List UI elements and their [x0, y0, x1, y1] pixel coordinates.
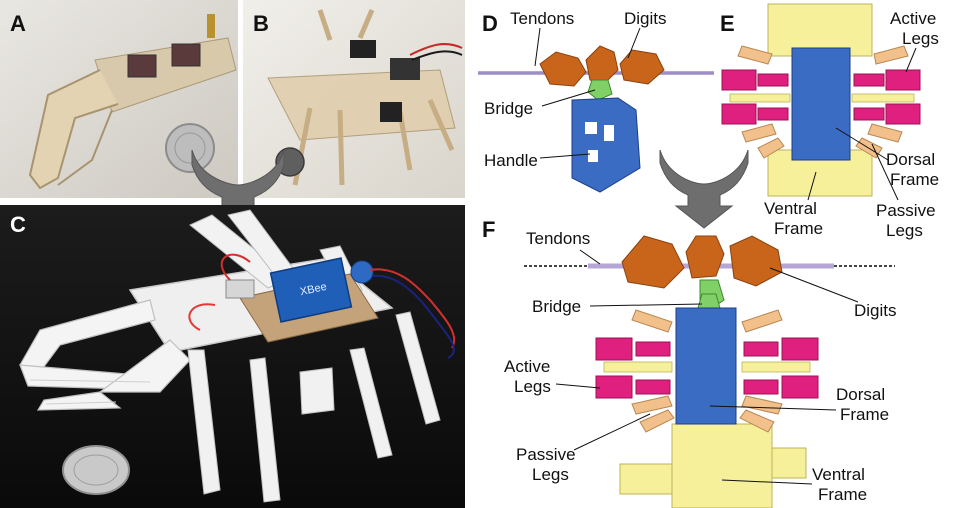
xbee-label: XBee [299, 281, 328, 298]
label-passive-f-2: Legs [532, 465, 569, 484]
motor-icon [390, 58, 420, 80]
handle-shape [571, 97, 641, 193]
dorsal-frame-shape-f [675, 307, 737, 425]
merge-arrow-right [659, 149, 749, 229]
diagram-d: D Tendons Digits Bridge Handle [478, 9, 714, 193]
servo-icon [127, 54, 157, 78]
leader-ventral-f [721, 479, 813, 485]
leader-tendons-d [534, 27, 541, 67]
leader-passive-e [871, 143, 899, 201]
label-handle-d: Handle [484, 151, 538, 170]
label-passive-e-1: Passive [876, 201, 936, 220]
label-dorsal-e-1: Dorsal [886, 150, 935, 169]
label-active-e-2: Legs [902, 29, 939, 48]
label-tendons-f: Tendons [526, 229, 590, 248]
digits-shape-f [621, 235, 783, 289]
servo-icon [225, 279, 255, 299]
label-ventral-e-2: Frame [774, 219, 823, 238]
label-dorsal-f-2: Frame [840, 405, 889, 424]
label-active-f-2: Legs [514, 377, 551, 396]
label-dorsal-f-1: Dorsal [836, 385, 885, 404]
screw-icon [207, 14, 215, 38]
photo-a: A [0, 0, 238, 198]
label-ventral-f-1: Ventral [812, 465, 865, 484]
label-ventral-f-2: Frame [818, 485, 867, 504]
xbee-module [269, 257, 353, 323]
leader-bridge-d [541, 89, 596, 107]
leader-handle-d [539, 153, 591, 159]
motor-icon [350, 40, 376, 58]
diagram-f: F [482, 217, 897, 508]
label-active-f-1: Active [504, 357, 550, 376]
label-bridge-f: Bridge [532, 297, 581, 316]
leader-digits-d [627, 27, 641, 59]
photo-c: XBee C [0, 205, 465, 508]
panel-label-c: C [10, 212, 26, 237]
diagram-e: E [720, 3, 939, 240]
leader-passive-f [573, 413, 651, 451]
leader-dorsal-f [709, 405, 837, 411]
label-bridge-d: Bridge [484, 99, 533, 118]
leader-bridge-f [589, 303, 703, 307]
panel-label-a: A [10, 11, 26, 36]
passive-legs-shape-f [631, 309, 783, 433]
panel-label-e: E [720, 11, 735, 36]
active-legs-shape-e [721, 69, 921, 125]
leader-active-e [905, 47, 917, 73]
merge-arrow-icon [659, 149, 749, 229]
digits-shape [539, 45, 665, 87]
antenna-icon [350, 260, 374, 284]
label-tendons-d: Tendons [510, 9, 574, 28]
active-legs-shape-f [595, 337, 819, 399]
leader-digits-f [769, 267, 859, 303]
leader-tendons-f [579, 249, 601, 265]
panel-label-b: B [253, 11, 269, 36]
label-passive-f-1: Passive [516, 445, 576, 464]
bridge-shape [587, 79, 613, 101]
label-ventral-e-1: Ventral [764, 199, 817, 218]
leader-ventral-e [807, 171, 817, 201]
label-active-e-1: Active [890, 9, 936, 28]
label-passive-e-2: Legs [886, 221, 923, 240]
servo-icon [171, 43, 201, 67]
ventral-frame-shape-f [619, 423, 807, 508]
passive-legs-shape-e [737, 45, 909, 159]
quarter-coin [165, 123, 215, 173]
dorsal-frame-shape-e [791, 47, 851, 161]
panel-label-d: D [482, 11, 498, 36]
leader-dorsal-e [835, 127, 889, 161]
label-dorsal-e-2: Frame [890, 170, 939, 189]
motor-icon [380, 102, 402, 122]
leader-active-f [555, 383, 601, 389]
label-digits-f: Digits [854, 301, 897, 320]
quarter-coin [62, 445, 130, 495]
panel-label-f: F [482, 217, 495, 242]
label-digits-d: Digits [624, 9, 667, 28]
